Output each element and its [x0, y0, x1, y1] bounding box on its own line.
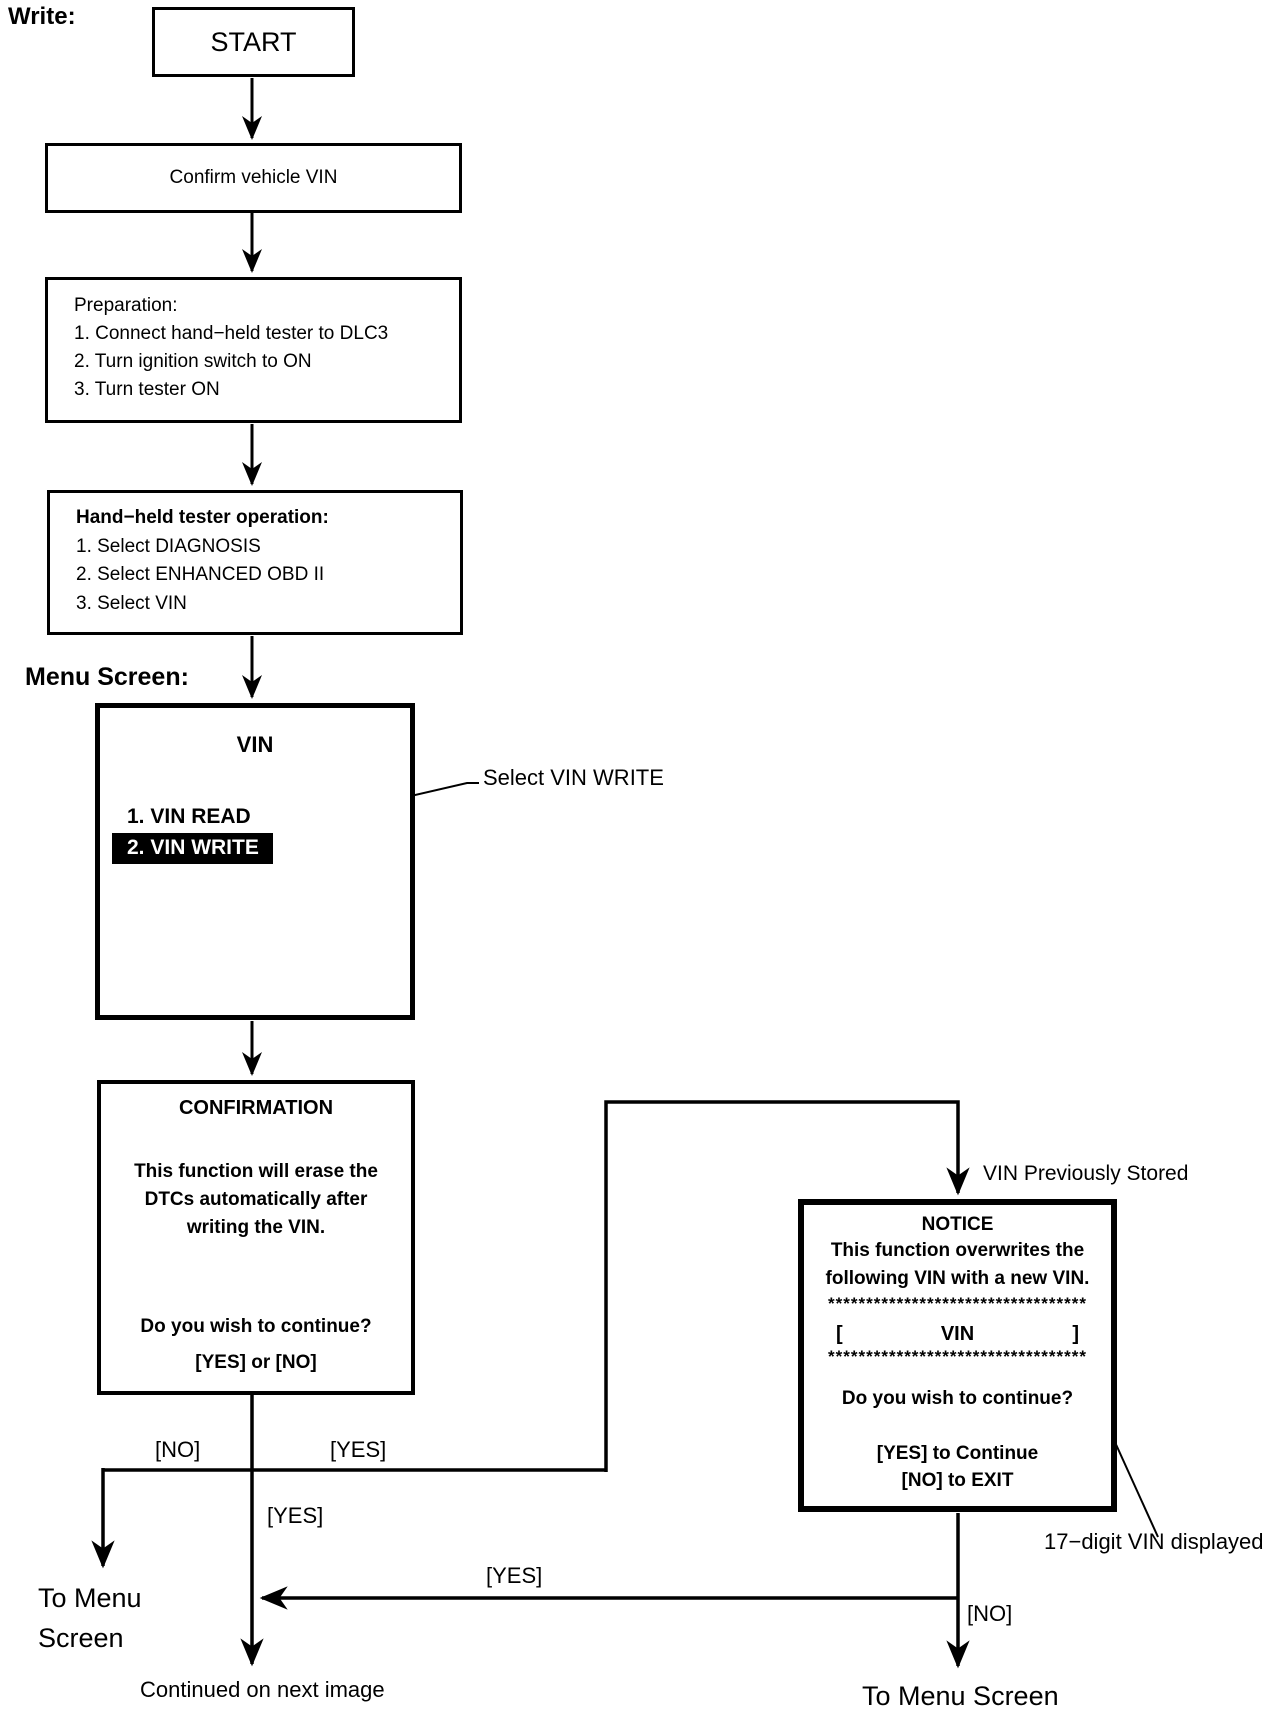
select-vin-write-callout: Select VIN WRITE — [483, 765, 664, 790]
to-menu-screen-left-line2: Screen — [38, 1623, 124, 1653]
notice-body-line: This function overwrites the — [830, 1240, 1085, 1261]
vin-menu-screen: VIN 1. VIN READ 2. VIN WRITE — [95, 703, 415, 1020]
to-menu-screen-left-line1: To Menu — [38, 1583, 142, 1613]
confirm-vin-node: Confirm vehicle VIN — [45, 143, 462, 213]
branch-yes-label: [YES] — [267, 1503, 324, 1528]
bracket-close: ] — [1072, 1323, 1079, 1345]
write-label: Write: — [8, 3, 76, 30]
vin-menu-title: VIN — [236, 732, 274, 757]
bracket-open: [ — [836, 1323, 843, 1345]
menu-item-vin-read: 1. VIN READ — [127, 805, 251, 828]
notice-question: Do you wish to continue? — [841, 1388, 1074, 1409]
menu-screen-label: Menu Screen: — [25, 663, 189, 691]
preparation-node: Preparation: 1. Connect hand−held tester… — [45, 277, 462, 423]
continued-label: Continued on next image — [140, 1677, 385, 1702]
notice-title: NOTICE — [921, 1214, 994, 1235]
branch-yes-label: [YES] — [330, 1437, 387, 1462]
start-label: START — [210, 26, 297, 57]
confirmation-screen: CONFIRMATION This function will erase th… — [97, 1080, 415, 1395]
notice-screen: NOTICE This function overwrites the foll… — [798, 1199, 1117, 1512]
preparation-step: 3. Turn tester ON — [74, 379, 220, 400]
preparation-title: Preparation: — [74, 295, 178, 316]
preparation-step: 1. Connect hand−held tester to DLC3 — [74, 323, 389, 344]
asterisk-separator: ********************************** — [828, 1297, 1087, 1310]
confirmation-body-line: This function will erase the — [134, 1161, 378, 1182]
notice-yes-option: [YES] to Continue — [876, 1443, 1039, 1464]
to-menu-screen-left: To Menu Screen — [38, 1578, 142, 1658]
confirmation-title: CONFIRMATION — [178, 1097, 334, 1119]
tester-operation-step: 1. Select DIAGNOSIS — [76, 535, 261, 557]
branch-no-label: [NO] — [967, 1601, 1013, 1626]
branch-no-label: [NO] — [155, 1437, 201, 1462]
tester-operation-step: 2. Select ENHANCED OBD II — [76, 564, 325, 585]
start-node: START — [152, 7, 355, 77]
asterisk-separator: ********************************** — [828, 1350, 1087, 1363]
branch-yes-label: [YES] — [486, 1563, 543, 1588]
to-menu-screen-right: To Menu Screen — [862, 1681, 1059, 1711]
notice-body-line: following VIN with a new VIN. — [825, 1268, 1090, 1289]
notice-no-option: [NO] to EXIT — [901, 1470, 1014, 1491]
vin-bracket-row: [ VIN ] — [804, 1323, 1111, 1345]
confirmation-options: [YES] or [NO] — [195, 1352, 317, 1373]
confirmation-body-line: DTCs automatically after — [144, 1189, 368, 1210]
vin-field-label: VIN — [940, 1323, 975, 1345]
vin-digits-note: 17−digit VIN displayed — [1044, 1529, 1264, 1554]
menu-item-vin-write-selected: 2. VIN WRITE — [112, 833, 273, 864]
vin-previously-stored-label: VIN Previously Stored — [983, 1162, 1189, 1185]
tester-operation-node: Hand−held tester operation: 1. Select DI… — [47, 490, 463, 635]
preparation-step: 2. Turn ignition switch to ON — [74, 351, 312, 372]
tester-operation-title: Hand−held tester operation: — [76, 507, 329, 528]
tester-operation-step: 3. Select VIN — [76, 592, 187, 614]
confirmation-question: Do you wish to continue? — [140, 1316, 372, 1337]
confirm-vin-label: Confirm vehicle VIN — [169, 167, 338, 188]
confirmation-body-line: writing the VIN. — [186, 1217, 326, 1238]
